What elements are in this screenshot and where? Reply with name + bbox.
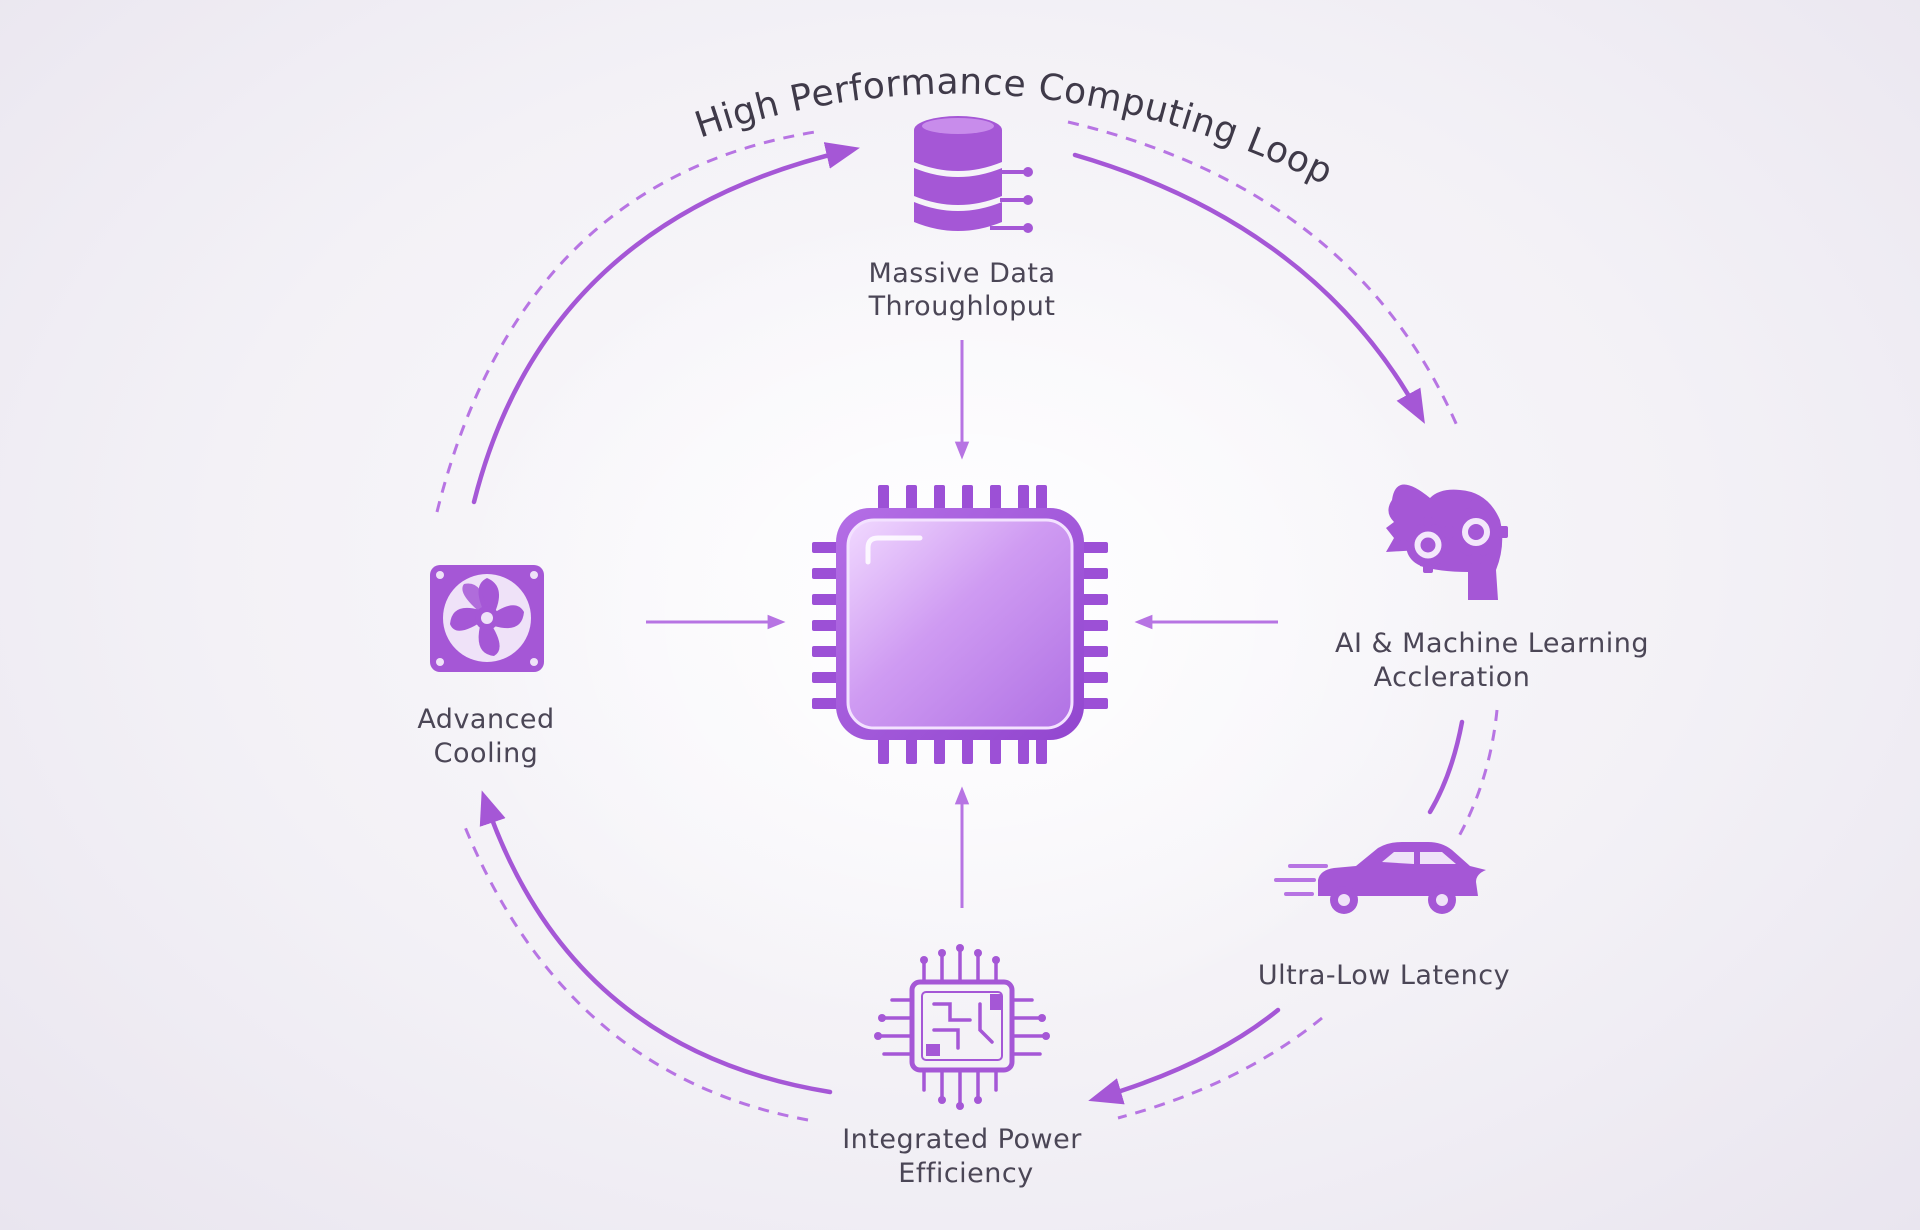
chip-pins-top	[878, 485, 1047, 511]
label-ai-line1: AI & Machine Learning	[1335, 628, 1649, 659]
label-massive-data-line1: Massive Data	[868, 258, 1055, 289]
dashed-arc-bottom-left	[461, 821, 809, 1122]
dashed-loop-arcs	[435, 120, 1499, 1122]
dashed-arc-bottom-right	[1117, 1016, 1323, 1120]
node-ultra-low-latency: Ultra-Low Latency	[1258, 842, 1510, 991]
node-ai-ml: AI & Machine Learning Accleration	[1335, 484, 1649, 693]
node-advanced-cooling: Advanced Cooling	[417, 565, 554, 769]
processor-chip-icon	[812, 485, 1108, 764]
label-ai-line2: Accleration	[1374, 662, 1531, 693]
arrow-cooling-to-data	[471, 142, 860, 505]
node-massive-data: Massive Data Throughloput	[868, 116, 1056, 322]
dashed-arc-top-right	[1067, 120, 1460, 429]
fast-car-icon	[1274, 842, 1486, 914]
label-power-line1: Integrated Power	[842, 1124, 1082, 1155]
arrow-data-to-ai	[1072, 152, 1425, 424]
cooling-fan-icon	[430, 565, 544, 672]
chip-pins-right	[1082, 542, 1108, 709]
chip-pins-bottom	[878, 738, 1047, 764]
arrow-latency-to-power	[1088, 1007, 1281, 1105]
dashed-arc-right	[1456, 709, 1499, 839]
arrow-power-to-cooling	[479, 790, 833, 1095]
label-cooling-line1: Advanced	[417, 704, 554, 735]
label-power-line2: Efficiency	[898, 1158, 1033, 1189]
chip-pins-left	[812, 542, 838, 709]
solid-loop-arrows	[471, 142, 1465, 1105]
head-gears-icon	[1386, 484, 1508, 600]
label-cooling-line2: Cooling	[434, 738, 539, 769]
label-latency: Ultra-Low Latency	[1258, 960, 1510, 991]
label-massive-data-line2: Throughloput	[868, 291, 1056, 322]
database-icon	[914, 116, 1033, 233]
circuit-chip-icon	[874, 944, 1050, 1110]
node-power-efficiency: Integrated Power Efficiency	[842, 944, 1082, 1189]
inner-arrows	[646, 340, 1278, 908]
arrow-ai-to-latency	[1427, 719, 1465, 815]
